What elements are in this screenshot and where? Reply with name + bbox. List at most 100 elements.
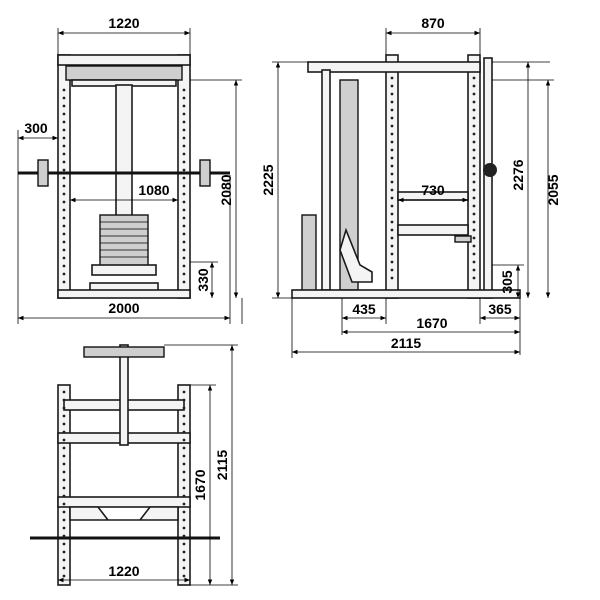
upright-hole <box>62 462 66 466</box>
upright-hole <box>472 108 476 112</box>
side-dim-rack-height: 2055 <box>492 79 561 298</box>
upright-hole <box>62 430 66 434</box>
upright-hole <box>472 100 476 104</box>
dim-label-305: 305 <box>499 270 515 294</box>
upright-hole <box>390 100 394 104</box>
side-dim-foot-height: 305 <box>492 264 524 298</box>
front-left-plate <box>37 159 49 187</box>
front-dim-bottom-height: 330 <box>190 261 218 298</box>
upright-hole <box>182 534 186 538</box>
upright-hole <box>62 168 66 172</box>
front-upright-holes <box>62 88 186 284</box>
upright-hole <box>472 172 476 176</box>
upright-hole <box>472 92 476 96</box>
upright-hole <box>182 104 186 108</box>
upright-hole <box>182 96 186 100</box>
top-view: 2115 1670 1220 <box>30 344 238 586</box>
upright-hole <box>472 84 476 88</box>
upright-hole <box>472 236 476 240</box>
upright-hole <box>182 224 186 228</box>
side-safety-arm-bottom <box>397 224 469 236</box>
side-dim-safety-depth: 730 <box>398 182 468 203</box>
upright-hole <box>62 216 66 220</box>
front-lat-pulley-plate <box>65 65 183 81</box>
upright-hole <box>390 252 394 256</box>
upright-hole <box>62 526 66 530</box>
upright-hole <box>182 256 186 260</box>
upright-hole <box>390 132 394 136</box>
upright-hole <box>62 574 66 578</box>
upright-hole <box>390 260 394 264</box>
upright-hole <box>182 168 186 172</box>
dim-label-870: 870 <box>421 15 445 31</box>
upright-hole <box>182 184 186 188</box>
side-dim-total-height: 2225 <box>260 61 308 299</box>
front-foot-pad <box>91 264 157 276</box>
front-dim-height: 2080 <box>190 79 242 298</box>
dim-label-2115-top: 2115 <box>214 450 230 481</box>
upright-hole <box>182 208 186 212</box>
upright-hole <box>472 180 476 184</box>
upright-hole <box>62 160 66 164</box>
top-rail-holes <box>62 390 186 578</box>
upright-hole <box>62 248 66 252</box>
upright-hole <box>182 446 186 450</box>
upright-hole <box>390 108 394 112</box>
upright-hole <box>62 256 66 260</box>
upright-hole <box>182 264 186 268</box>
upright-hole <box>390 244 394 248</box>
dim-label-2115-side: 2115 <box>391 335 422 351</box>
front-dim-total-width: 2000 <box>17 175 243 324</box>
upright-hole <box>390 204 394 208</box>
upright-hole <box>472 204 476 208</box>
top-lat-bar <box>83 346 165 358</box>
upright-hole <box>182 454 186 458</box>
front-top-crossbar <box>57 54 191 66</box>
side-bar-holder <box>483 57 493 299</box>
dim-label-1220-bottom: 1220 <box>108 563 139 579</box>
upright-hole <box>62 566 66 570</box>
upright-hole <box>472 188 476 192</box>
upright-hole <box>62 414 66 418</box>
upright-hole <box>182 430 186 434</box>
upright-hole <box>472 132 476 136</box>
front-left-upright <box>57 54 71 299</box>
front-right-upright <box>177 54 191 299</box>
side-dim-upright-height: 2276 <box>492 61 550 298</box>
upright-hole <box>472 220 476 224</box>
upright-hole <box>182 494 186 498</box>
upright-hole <box>62 112 66 116</box>
upright-hole <box>62 136 66 140</box>
upright-hole <box>390 124 394 128</box>
upright-hole <box>62 264 66 268</box>
top-crossbar-2 <box>57 496 191 508</box>
upright-hole <box>472 212 476 216</box>
upright-hole <box>62 120 66 124</box>
front-weight-stack <box>99 214 149 271</box>
upright-hole <box>62 280 66 284</box>
upright-hole <box>390 84 394 88</box>
upright-hole <box>62 422 66 426</box>
upright-hole <box>62 550 66 554</box>
upright-hole <box>390 196 394 200</box>
upright-hole <box>182 136 186 140</box>
upright-hole <box>472 156 476 160</box>
upright-hole <box>182 88 186 92</box>
upright-hole <box>182 272 186 276</box>
top-dim-base-depth: 1670 <box>190 384 216 585</box>
front-right-plate <box>199 159 211 187</box>
upright-hole <box>390 188 394 192</box>
upright-hole <box>62 502 66 506</box>
upright-hole <box>182 406 186 410</box>
upright-hole <box>390 180 394 184</box>
upright-hole <box>182 390 186 394</box>
upright-hole <box>390 236 394 240</box>
upright-hole <box>182 120 186 124</box>
upright-hole <box>182 502 186 506</box>
upright-hole <box>62 534 66 538</box>
upright-hole <box>62 184 66 188</box>
side-leg-attachment <box>339 227 373 283</box>
upright-hole <box>62 176 66 180</box>
top-cable-column <box>119 344 129 446</box>
upright-hole <box>182 200 186 204</box>
